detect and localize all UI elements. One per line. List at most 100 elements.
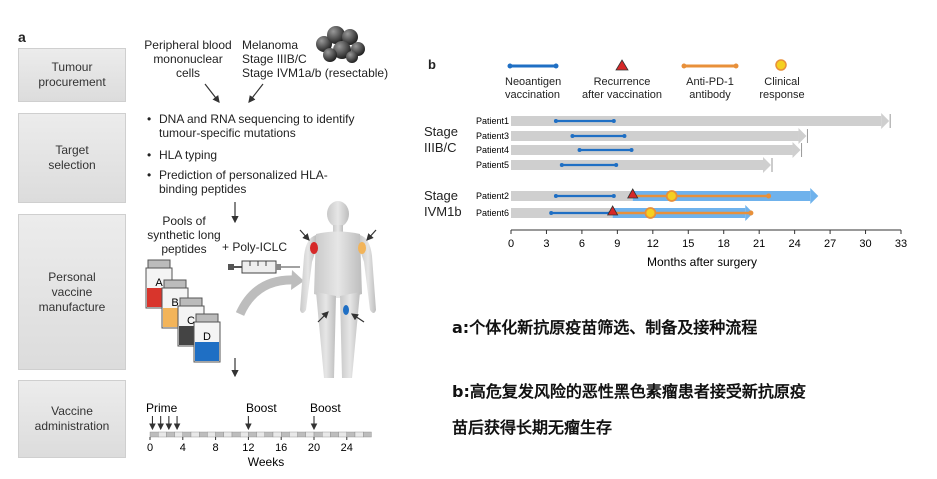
vial-label: C	[187, 315, 195, 327]
schedule-tick-label: 16	[275, 442, 287, 454]
schedule-segment	[215, 431, 224, 438]
legend-vaccination	[507, 63, 559, 69]
survival-bar	[511, 145, 793, 155]
legend-label-antipd1: Anti-PD-1 antibody	[686, 76, 734, 101]
panel-a-label: a	[18, 29, 26, 45]
schedule-segment	[272, 431, 282, 438]
schedule-segment	[289, 431, 298, 438]
schedule-segment	[174, 431, 183, 438]
caption-b-line1: b:高危复发风险的恶性黑色素瘤患者接受新抗原疫	[452, 382, 806, 401]
vaccination-end	[629, 148, 634, 152]
vial-label: A	[155, 277, 163, 289]
pbmc-label: Peripheral blood mononuclear cells	[144, 38, 232, 80]
schedule-segment	[297, 431, 307, 438]
vaccination-start	[553, 194, 558, 198]
prime-label: Prime	[146, 401, 178, 415]
clinical-response-icon	[775, 59, 787, 71]
x-tick-label: 15	[682, 238, 694, 250]
step-hla-typing: HLA typing	[147, 148, 217, 162]
x-tick-label: 6	[579, 238, 585, 250]
survival-arrowhead	[810, 188, 819, 204]
recurrence-marker	[627, 188, 639, 199]
weeks-label: Weeks	[248, 455, 284, 469]
schedule-segment	[354, 431, 364, 438]
adjuvant-label: + Poly-ICLC	[222, 240, 288, 254]
schedule-segment	[346, 431, 356, 438]
survival-arrowhead	[792, 142, 801, 158]
injection-site-icon	[310, 242, 318, 254]
pools-label: Pools of synthetic long peptides	[147, 214, 221, 256]
legend-label-vaccination: Neoantigen vaccination	[505, 76, 562, 101]
schedule-segment	[182, 431, 192, 438]
panel-b-label: b	[428, 57, 436, 72]
survival-arrowhead	[798, 128, 807, 144]
x-tick-label: 3	[543, 238, 549, 250]
schedule-segment	[190, 431, 200, 438]
group-label-stage-ivm1b: Stage IVM1b	[424, 188, 462, 219]
schedule-segment	[280, 431, 290, 438]
stage-box-vaccine-manufacture: Personal vaccine manufacture	[18, 214, 126, 370]
legend-label-response: Clinical response	[759, 76, 805, 101]
schedule-segment	[223, 431, 233, 438]
injection-site-icon	[358, 242, 366, 254]
human-body-icon	[299, 201, 377, 378]
vaccination-start	[549, 211, 554, 215]
recurrence-marker	[606, 205, 619, 216]
vaccination-start	[559, 163, 564, 167]
down-arrow-icon	[231, 202, 239, 224]
stage-label: Tumour procurement	[38, 60, 106, 89]
x-tick-label: 27	[824, 238, 836, 250]
vaccination-end	[611, 119, 616, 123]
schedule-tick-label: 20	[308, 442, 320, 454]
stage-box-tumour-procurement: Tumour procurement	[18, 48, 126, 102]
survival-bar	[511, 116, 882, 126]
schedule-segment	[199, 431, 208, 438]
x-tick-label: 24	[789, 238, 801, 250]
antipd1-end	[766, 193, 772, 199]
schedule-segment	[256, 431, 265, 438]
vaccination-start	[553, 119, 558, 123]
caption-b-line2: 苗后获得长期无瘤生存	[452, 418, 613, 437]
syringe-icon	[228, 260, 300, 274]
patient-label: Patient5	[476, 160, 509, 170]
recurrence-triangle-icon	[615, 59, 629, 71]
legend	[507, 59, 787, 71]
down-arrow-icon	[231, 358, 239, 378]
patient-label: Patient1	[476, 116, 509, 126]
patient-label: Patient3	[476, 131, 509, 141]
step-prediction: Prediction of personalized HLA- binding …	[147, 168, 328, 196]
response-marker	[644, 207, 657, 219]
schedule-segment	[158, 431, 167, 438]
schedule-segment	[149, 431, 159, 438]
group-label-stage-iiibc: Stage IIIB/C	[424, 124, 458, 155]
schedule-segment	[313, 431, 323, 438]
vaccination-start	[570, 134, 575, 138]
survival-arrowhead	[763, 157, 771, 173]
schedule-segment	[239, 431, 249, 438]
vaccination-end	[622, 134, 627, 138]
patient-row: Patient2	[476, 188, 819, 204]
schedule-segment	[248, 431, 257, 438]
boost-label: Boost	[310, 401, 341, 415]
stage-label: Personal vaccine manufacture	[38, 269, 106, 314]
stage-box-target-selection: Target selection	[18, 113, 126, 203]
dose-arrows	[149, 416, 318, 431]
patient-row: Patient4	[476, 142, 803, 158]
x-tick-label: 0	[508, 238, 514, 250]
convergence-arrows-icon	[204, 83, 264, 103]
schedule-segment	[321, 431, 331, 438]
patient-label: Patient4	[476, 145, 509, 155]
schedule-segment	[338, 431, 348, 438]
legend-antipd1	[681, 63, 739, 69]
patient-label: Patient6	[476, 208, 509, 218]
stage-box-vaccine-administration: Vaccine administration	[18, 380, 126, 458]
schedule-segment	[207, 431, 216, 438]
melanoma-label: Melanoma Stage IIIB/C Stage IVM1a/b (res…	[242, 38, 389, 80]
vaccination-end	[611, 194, 616, 198]
patient-row: Patient3	[476, 128, 808, 144]
survival-bar	[511, 160, 763, 170]
vial-label: B	[171, 297, 178, 309]
